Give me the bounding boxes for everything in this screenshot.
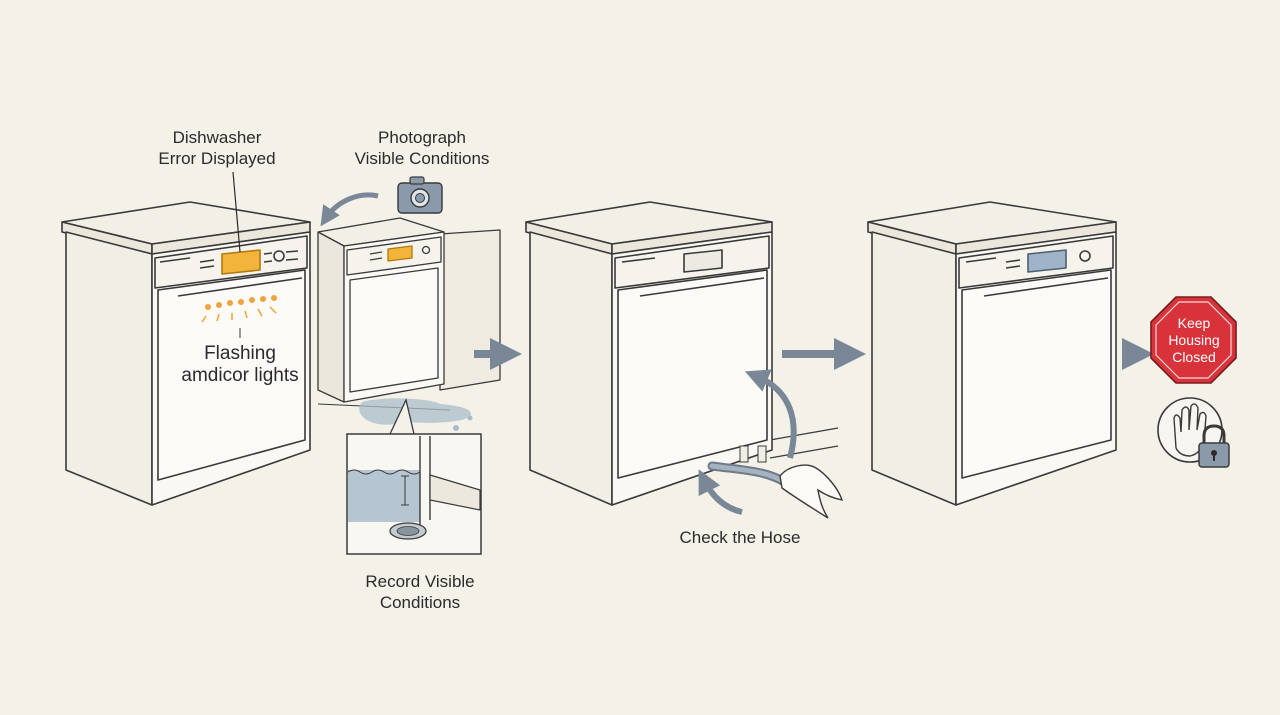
curved-arrow-icon [744,369,797,459]
error-displayed-line-1: Dishwasher [172,128,262,147]
drain-icon [389,522,427,540]
dishwasher-closed [867,201,1117,506]
flashing-lights-label: Flashing amdicor lights [170,343,310,387]
error-displayed-line-2: Error Displayed [158,149,276,168]
check-hose-label: Check the Hose [679,528,801,547]
photograph-line-2: Visible Conditions [354,149,490,168]
curved-arrow-icon [320,192,379,227]
photograph-line-1: Photograph [378,128,466,147]
camera-icon [397,176,443,214]
record-line-1: Record Visible [365,572,475,591]
curved-arrow-icon [698,469,743,515]
keep-housing-closed-label: Keep Housing Closed [1152,315,1236,366]
stop-sign-icon [1150,296,1237,384]
flashing-lights [201,295,277,323]
padlock-icon [1198,424,1230,468]
flashing-lights-line-2: amdicor lights [181,365,299,386]
dishwasher-error [61,201,311,506]
photograph-label: Photograph Visible Conditions [342,127,502,169]
error-display [221,249,261,275]
record-conditions-label: Record Visible Conditions [350,571,490,613]
error-leader [232,171,241,253]
keep-line-1: Keep [1177,315,1211,331]
keep-line-3: Closed [1172,349,1216,365]
dishwasher-leaking [317,217,501,411]
hand-icon [779,464,844,519]
keep-line-2: Housing [1168,332,1220,348]
water-puddle-icon [359,398,471,425]
flashing-lights-line-1: Flashing [204,343,276,364]
error-displayed-label: Dishwasher Error Displayed [150,127,284,169]
dishwasher-hose-check [525,201,839,506]
inspection-closeup [346,398,482,555]
record-line-2: Conditions [379,593,461,612]
